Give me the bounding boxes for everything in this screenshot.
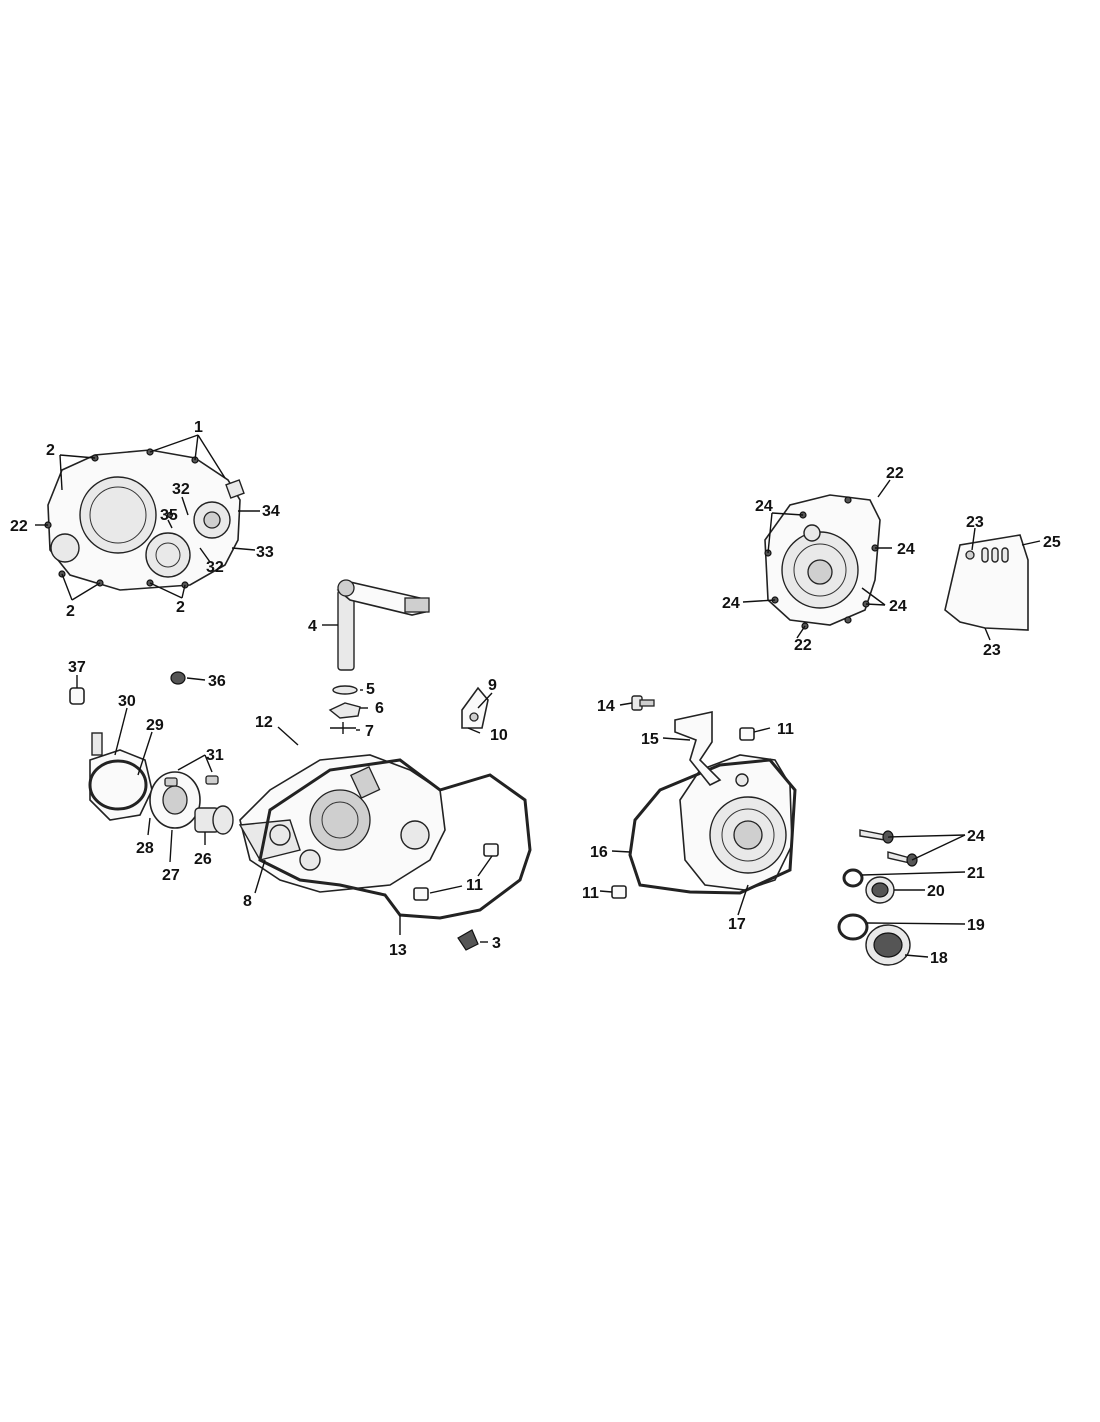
callout-24-d: 24 xyxy=(889,598,907,615)
leader-lines-right xyxy=(599,702,771,916)
callout-35: 35 xyxy=(160,507,178,524)
callout-20: 20 xyxy=(927,883,945,900)
clutch-cover-outer xyxy=(44,448,245,591)
callout-33: 33 xyxy=(256,544,274,561)
leader-lines-guard xyxy=(971,527,1041,641)
callout-3: 3 xyxy=(492,935,501,952)
callout-2-lower-right: 2 xyxy=(176,599,185,616)
callout-29: 29 xyxy=(146,717,164,734)
callout-16: 16 xyxy=(590,844,608,861)
callout-22-left: 22 xyxy=(10,518,28,535)
shift-shaft-assembly xyxy=(336,579,430,671)
callout-5: 5 xyxy=(366,681,375,698)
callout-2-top: 2 xyxy=(46,442,55,459)
callout-11-right-top: 11 xyxy=(777,721,794,738)
bracket-15-bolt-14 xyxy=(611,695,755,899)
bolts-caps-orings xyxy=(837,829,918,966)
callout-14: 14 xyxy=(597,698,615,715)
callout-9: 9 xyxy=(488,677,497,694)
callout-21: 21 xyxy=(967,865,985,882)
callout-36: 36 xyxy=(208,673,226,690)
callout-24-bolts: 24 xyxy=(967,828,985,845)
parts-36-37 xyxy=(69,671,186,705)
leader-lines-bottom-right xyxy=(861,834,966,958)
callout-7: 7 xyxy=(365,723,374,740)
callout-24-c: 24 xyxy=(722,595,740,612)
stator-cover xyxy=(764,494,881,630)
crankcase-cover xyxy=(238,754,446,893)
leader-lines-filter xyxy=(114,707,213,863)
leader-lines-clutch-cover xyxy=(35,434,260,601)
callout-32-lower: 32 xyxy=(206,559,224,576)
callout-13: 13 xyxy=(389,942,407,959)
dowels-11-3 xyxy=(413,843,499,951)
small-parts-5-6-7 xyxy=(328,685,361,734)
callout-15: 15 xyxy=(641,731,659,748)
callout-37: 37 xyxy=(68,659,86,676)
leader-lines-center xyxy=(254,855,493,943)
callout-23-top: 23 xyxy=(966,514,984,531)
callout-24-b: 24 xyxy=(897,541,915,558)
callout-17: 17 xyxy=(728,916,746,933)
callout-26: 26 xyxy=(194,851,212,868)
magneto-cover xyxy=(679,754,793,891)
filter-cover-group xyxy=(88,732,234,835)
callout-27: 27 xyxy=(162,867,180,884)
callout-28: 28 xyxy=(136,840,154,857)
callout-30: 30 xyxy=(118,693,136,710)
callout-32-upper: 32 xyxy=(172,481,190,498)
callout-24-a: 24 xyxy=(755,498,773,515)
callout-10: 10 xyxy=(490,727,508,744)
callout-11-center: 11 xyxy=(466,877,483,894)
callout-4: 4 xyxy=(308,618,317,635)
callout-12: 12 xyxy=(255,714,273,731)
crankcase-gasket xyxy=(258,758,532,920)
leader-lines-stator xyxy=(742,479,892,639)
callout-22-top-right: 22 xyxy=(886,465,904,482)
callout-8: 8 xyxy=(243,893,252,910)
callout-23-bottom: 23 xyxy=(983,642,1001,659)
callout-34: 34 xyxy=(262,503,280,520)
callout-25: 25 xyxy=(1043,534,1061,551)
guard-plate xyxy=(944,534,1029,631)
callout-labels: 1 2 22 32 35 34 33 32 2 2 4 5 6 7 9 10 3… xyxy=(10,419,1061,967)
callout-22-bottom-right: 22 xyxy=(794,637,812,654)
callout-18: 18 xyxy=(930,950,948,967)
callout-2-lower-left: 2 xyxy=(66,603,75,620)
callout-11-right-bottom: 11 xyxy=(582,885,599,902)
callout-31: 31 xyxy=(206,747,224,764)
callout-19: 19 xyxy=(967,917,985,934)
callout-1: 1 xyxy=(194,419,203,436)
bracket-9-10 xyxy=(461,686,489,729)
callout-6: 6 xyxy=(375,700,384,717)
